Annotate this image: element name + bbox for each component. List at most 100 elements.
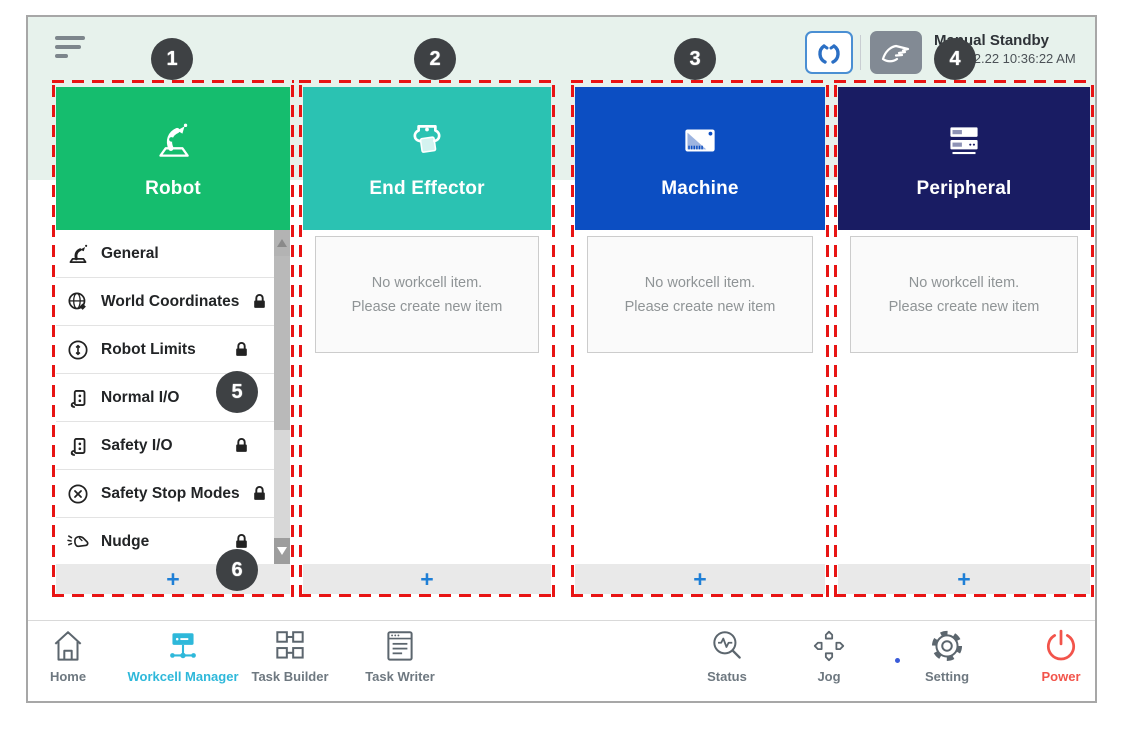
list-item-label: World Coordinates xyxy=(101,292,240,310)
peripheral-category-header[interactable]: Peripheral xyxy=(838,87,1090,230)
io-icon xyxy=(65,433,91,459)
manual-mode-button[interactable] xyxy=(870,31,922,74)
placeholder-line-2: Please create new item xyxy=(624,298,776,315)
placeholder-line-1: No workcell item. xyxy=(371,274,483,291)
robot-arm-icon xyxy=(65,241,91,267)
workcell-column-machine: Machine No workcell item. Please create … xyxy=(575,87,825,594)
nav-label: Home xyxy=(49,669,87,684)
gripper-icon xyxy=(814,38,844,68)
nav-item-task-writer[interactable]: Task Writer xyxy=(330,628,470,684)
annotation-badge-6: 6 xyxy=(216,549,258,591)
task-builder-icon xyxy=(272,628,308,666)
lock-icon xyxy=(233,341,250,358)
placeholder-line-2: Please create new item xyxy=(351,298,503,315)
list-item-label: Nudge xyxy=(101,532,150,550)
triangle-down-icon xyxy=(277,547,287,555)
lock-icon xyxy=(233,437,250,454)
robot-icon xyxy=(150,118,196,164)
list-item-safety-io[interactable]: Safety I/O xyxy=(56,422,274,470)
nav-label: Power xyxy=(1041,669,1081,684)
list-item-robot-limits[interactable]: Robot Limits xyxy=(56,326,274,374)
lock-icon xyxy=(251,293,268,310)
nav-item-status[interactable]: Status xyxy=(657,628,797,684)
placeholder-line-1: No workcell item. xyxy=(644,274,756,291)
lock-icon xyxy=(233,533,250,550)
safety-stop-icon xyxy=(65,481,91,507)
power-icon xyxy=(1043,628,1079,666)
machine-icon xyxy=(677,118,723,164)
robot-list-scrollbar[interactable] xyxy=(274,230,290,564)
nav-item-power[interactable]: Power xyxy=(991,628,1095,684)
nudge-icon xyxy=(65,529,91,555)
nav-label: Workcell Manager xyxy=(127,669,239,684)
jog-dpad-icon xyxy=(811,628,847,666)
status-icon xyxy=(709,628,745,666)
nav-item-jog[interactable]: Jog xyxy=(759,628,899,684)
nav-label: Task Builder xyxy=(251,669,329,684)
nav-label: Setting xyxy=(924,669,970,684)
machine-category-header[interactable]: Machine xyxy=(575,87,825,230)
annotation-badge-3: 3 xyxy=(674,38,716,80)
list-item-safety-stop-modes[interactable]: Safety Stop Modes xyxy=(56,470,274,518)
workcell-column-end-effector: End Effector No workcell item. Please cr… xyxy=(303,87,551,594)
workcell-column-robot: Robot General xyxy=(56,87,290,594)
annotation-badge-4: 4 xyxy=(934,38,976,80)
nav-label: Status xyxy=(707,669,747,684)
plus-icon: + xyxy=(166,566,180,592)
list-item-label: Safety I/O xyxy=(101,436,173,454)
scroll-down-button[interactable] xyxy=(274,538,290,564)
bottom-navigation-bar: Home Workcell Manager xyxy=(28,620,1095,701)
gripper-status-button[interactable] xyxy=(805,31,853,74)
column-title: Peripheral xyxy=(916,177,1012,199)
list-item-label: Normal I/O xyxy=(101,388,180,406)
empty-workcell-placeholder: No workcell item. Please create new item xyxy=(587,236,813,353)
nav-item-home[interactable]: Home xyxy=(28,628,138,684)
annotation-badge-2: 2 xyxy=(414,38,456,80)
add-end-effector-item-button[interactable]: + xyxy=(303,564,551,594)
add-peripheral-item-button[interactable]: + xyxy=(838,564,1090,594)
annotation-badge-5: 5 xyxy=(216,371,258,413)
end-effector-category-header[interactable]: End Effector xyxy=(303,87,551,230)
placeholder-line-1: No workcell item. xyxy=(908,274,1020,291)
robot-category-header[interactable]: Robot xyxy=(56,87,290,230)
teach-pendant-screen: Manual Standby 2022.02.22 10:36:22 AM Ro… xyxy=(26,15,1097,703)
list-item-label: Robot Limits xyxy=(101,340,196,358)
hamburger-menu-icon[interactable] xyxy=(55,36,87,60)
cursor-dot xyxy=(895,658,900,663)
column-title: Machine xyxy=(661,177,739,199)
peripheral-icon xyxy=(941,118,987,164)
annotation-badge-1: 1 xyxy=(151,38,193,80)
task-writer-icon xyxy=(382,628,418,666)
nav-item-setting[interactable]: Setting xyxy=(877,628,1017,684)
gear-icon xyxy=(929,628,965,666)
home-icon xyxy=(50,628,86,666)
scrollbar-thumb[interactable] xyxy=(274,256,290,430)
nav-label: Task Writer xyxy=(365,669,435,684)
list-item-label: General xyxy=(101,244,159,262)
list-item-label: Safety Stop Modes xyxy=(101,484,240,502)
plus-icon: + xyxy=(420,566,434,592)
workcell-manager-icon xyxy=(165,628,201,666)
plus-icon: + xyxy=(693,566,707,592)
world-coordinates-icon xyxy=(65,289,91,315)
scroll-up-button[interactable] xyxy=(274,230,290,256)
add-machine-item-button[interactable]: + xyxy=(575,564,825,594)
plus-icon: + xyxy=(957,566,971,592)
workcell-column-peripheral: Peripheral No workcell item. Please crea… xyxy=(838,87,1090,594)
column-title: Robot xyxy=(145,177,201,199)
lock-icon xyxy=(251,485,268,502)
column-title: End Effector xyxy=(369,177,485,199)
list-item-general[interactable]: General xyxy=(56,230,274,278)
io-icon xyxy=(65,385,91,411)
empty-workcell-placeholder: No workcell item. Please create new item xyxy=(850,236,1078,353)
placeholder-line-2: Please create new item xyxy=(888,298,1040,315)
robot-limits-icon xyxy=(65,337,91,363)
hand-icon xyxy=(878,37,914,69)
nav-item-task-builder[interactable]: Task Builder xyxy=(220,628,360,684)
nav-item-workcell-manager[interactable]: Workcell Manager xyxy=(113,628,253,684)
topbar-divider xyxy=(860,35,861,70)
list-item-world-coordinates[interactable]: World Coordinates xyxy=(56,278,274,326)
triangle-up-icon xyxy=(277,239,287,247)
empty-workcell-placeholder: No workcell item. Please create new item xyxy=(315,236,539,353)
